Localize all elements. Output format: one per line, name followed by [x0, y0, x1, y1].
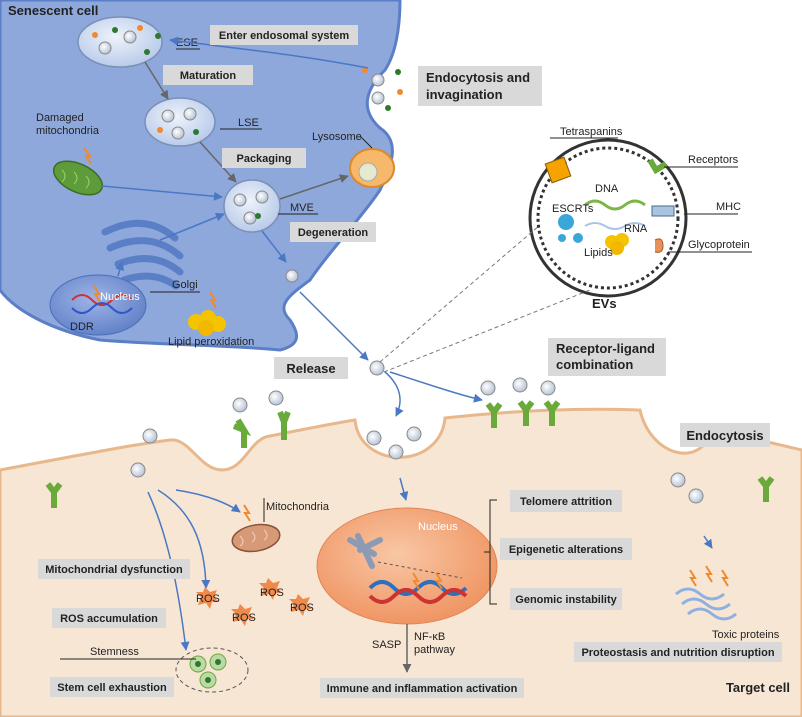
receptor-ligand-text-1: Receptor-ligand: [556, 341, 655, 356]
dna-label: DNA: [595, 183, 619, 195]
lipid-peroxidation-droplets: [188, 291, 226, 336]
ev-detail: [528, 138, 688, 298]
lysosome-label: Lysosome: [312, 131, 362, 143]
golgi-label: Golgi: [172, 279, 198, 291]
packaging-box: [222, 148, 306, 168]
ros-accumulation-box: [52, 608, 166, 628]
genomic-box: [510, 588, 622, 610]
enter-endosomal-text: Enter endosomal system: [219, 30, 349, 42]
stem-exhaustion-box: [50, 677, 174, 697]
invagination-vesicles: [362, 67, 403, 111]
target-nucleus: [316, 507, 498, 625]
senescent-cell-label: Senescent cell: [8, 3, 98, 18]
nfkb-label-1: NF-κB: [414, 631, 445, 643]
endocytosis-invagination-text-2: invagination: [426, 87, 503, 102]
endocytosis-box: [680, 423, 770, 447]
epigenetic-box: [500, 538, 632, 560]
telomere-box: [510, 490, 622, 512]
degeneration-box: [290, 222, 376, 242]
enter-endosomal-box: [210, 25, 358, 45]
golgi-apparatus: [101, 219, 184, 290]
mhc-label: MHC: [716, 201, 741, 213]
stemness-label: Stemness: [90, 646, 139, 658]
genomic-text: Genomic instability: [515, 594, 617, 606]
receptors-label: Receptors: [688, 154, 739, 166]
endocytosis-text: Endocytosis: [686, 428, 763, 443]
endocytosis-invagination-text-1: Endocytosis and: [426, 70, 530, 85]
target-cell-label: Target cell: [726, 680, 790, 695]
proteostasis-box: [574, 642, 782, 662]
damaged-mitochondria: [52, 147, 104, 196]
maturation-text: Maturation: [180, 70, 237, 82]
stem-cells: [175, 647, 249, 693]
hallmarks-bracket: [484, 499, 497, 605]
telomere-text: Telomere attrition: [520, 496, 612, 508]
late-sorting-endosome: [144, 97, 216, 147]
zoom-line-top: [379, 224, 541, 363]
damaged-mito-label-1: Damaged: [36, 112, 84, 124]
mito-dysfunction-text: Mitochondrial dysfunction: [45, 564, 183, 576]
ros-accumulation-text: ROS accumulation: [60, 613, 158, 625]
multivesicular-endosome: [223, 179, 281, 233]
immune-text: Immune and inflammation activation: [327, 683, 518, 695]
mito-dysfunction-box: [38, 559, 190, 579]
target-vesicles: [130, 377, 704, 504]
packaging-text: Packaging: [236, 153, 291, 165]
target-receptors: [45, 400, 775, 508]
proteostasis-text: Proteostasis and nutrition disruption: [581, 647, 774, 659]
degeneration-text: Degeneration: [298, 227, 369, 239]
senescent-cell: [0, 0, 402, 352]
lipid-peroxidation-label: Lipid peroxidation: [168, 336, 254, 348]
ese-label: ESE: [176, 37, 198, 49]
target-nucleus-label: Nucleus: [418, 521, 458, 533]
ros-label-2: ROS: [260, 587, 284, 599]
maturation-box: [163, 65, 253, 85]
release-text: Release: [286, 361, 335, 376]
receptor-ligand-box: [548, 338, 666, 376]
mve-label: MVE: [290, 202, 314, 214]
toxic-proteins-label: Toxic proteins: [712, 629, 780, 641]
escrts-label: ESCRTs: [552, 203, 594, 215]
evs-label: EVs: [592, 296, 617, 311]
lse-label: LSE: [238, 117, 259, 129]
ros-label-4: ROS: [290, 602, 314, 614]
tetraspanins-label: Tetraspanins: [560, 126, 623, 138]
senescent-arrows: [101, 36, 369, 361]
lipids-label: Lipids: [584, 247, 613, 259]
ddr-label: DDR: [70, 321, 94, 333]
damaged-mito-label-2: mitochondria: [36, 125, 100, 137]
early-sorting-endosome: [77, 16, 163, 68]
toxic-proteins: [675, 565, 737, 621]
rna-label: RNA: [624, 223, 648, 235]
nfkb-label-2: pathway: [414, 644, 455, 656]
zoom-line-bottom: [383, 289, 591, 373]
receptor-ligand-text-2: combination: [556, 357, 633, 372]
ros-label-3: ROS: [232, 612, 256, 624]
endocytosis-invagination-box: [418, 66, 542, 106]
sasp-label: SASP: [372, 639, 401, 651]
ros-stars: [196, 578, 312, 626]
epigenetic-text: Epigenetic alterations: [509, 544, 623, 556]
release-box: [274, 357, 348, 379]
mitochondria-label: Mitochondria: [266, 501, 330, 513]
lysosome: [349, 148, 395, 188]
ros-label-1: ROS: [196, 593, 220, 605]
stem-exhaustion-text: Stem cell exhaustion: [57, 682, 167, 694]
immune-box: [320, 678, 524, 698]
senescent-nucleus-label: Nucleus: [100, 291, 140, 303]
senescent-nucleus: [49, 274, 147, 336]
glycoprotein-label: Glycoprotein: [688, 239, 750, 251]
target-mitochondria: [231, 504, 281, 553]
released-exosome: [285, 269, 385, 376]
